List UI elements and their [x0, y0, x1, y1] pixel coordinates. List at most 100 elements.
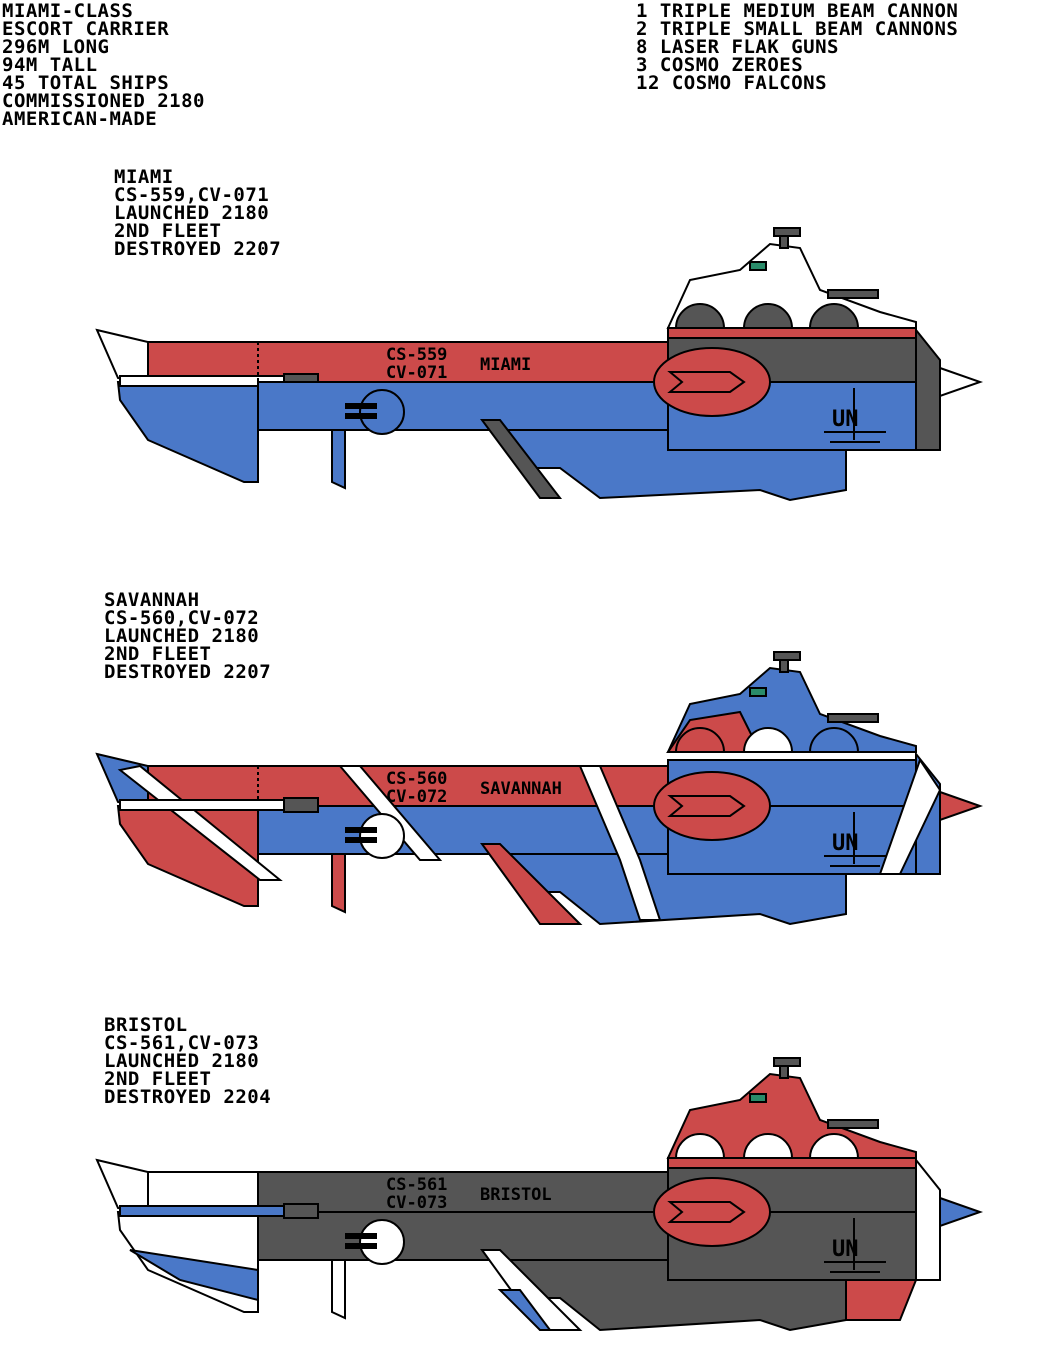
superstructure	[666, 1072, 917, 1159]
mast-head	[773, 651, 801, 661]
stern-cone	[939, 366, 984, 398]
mid-hull	[257, 1211, 669, 1261]
emblem-chevron	[667, 1201, 746, 1223]
ship-caption-miami: MIAMI CS-559,CV-071 LAUNCHED 2180 2ND FL…	[114, 168, 282, 260]
caption-fleet: 2ND FLEET	[114, 220, 222, 242]
porthole	[359, 1219, 405, 1265]
armament-line: 3 COSMO ZEROES	[636, 54, 804, 76]
turret	[742, 727, 794, 753]
mid-hull	[257, 381, 669, 431]
lower-bow-blue	[129, 1249, 259, 1302]
stern-cone	[939, 1196, 984, 1228]
spec-line: AMERICAN-MADE	[2, 108, 158, 130]
porthole-gun	[345, 403, 377, 409]
cross-stripe	[117, 764, 283, 881]
mast-head	[773, 227, 801, 237]
spec-line: COMMISSIONED 2180	[2, 90, 205, 112]
caption-hull: CS-561,CV-073	[104, 1032, 260, 1054]
caption-fleet: 2ND FLEET	[104, 1068, 212, 1090]
deck-gun	[827, 289, 879, 299]
cannon-breech	[283, 797, 319, 813]
ventral-fin	[480, 419, 563, 499]
aft-red-patch	[845, 1279, 918, 1321]
cannon-barrel	[119, 1205, 287, 1217]
porthole-gun	[345, 1233, 377, 1239]
squadron-emblem	[653, 1177, 771, 1247]
upper-hull-band	[257, 1171, 669, 1213]
armament-line: 1 TRIPLE MEDIUM BEAM CANNON	[636, 0, 959, 22]
caption-fate: DESTROYED 2207	[114, 238, 282, 260]
hull-name: MIAMI	[480, 355, 531, 375]
turret	[674, 1133, 726, 1159]
squadron-emblem	[653, 347, 771, 417]
class-specs: MIAMI-CLASS ESCORT CARRIER 296M LONG 94M…	[2, 0, 205, 130]
armament-line: 12 COSMO FALCONS	[636, 72, 828, 94]
armament-line: 2 TRIPLE SMALL BEAM CANNONS	[636, 18, 959, 40]
hull-number-2: CV-073	[386, 1193, 447, 1213]
caption-fate: DESTROYED 2207	[104, 661, 272, 683]
ship-miami	[95, 227, 984, 502]
porthole-gun	[345, 1243, 377, 1249]
ventral-fin-blue	[497, 1289, 552, 1331]
caption-name: BRISTOL	[104, 1014, 188, 1036]
cross-stripe	[878, 757, 942, 875]
bow-fairing	[95, 328, 149, 384]
caption-hull: CS-560,CV-072	[104, 607, 260, 629]
caption-launched: LAUNCHED 2180	[104, 1050, 260, 1072]
caption-fate: DESTROYED 2204	[104, 1086, 272, 1108]
caption-name: SAVANNAH	[104, 589, 200, 611]
porthole-gun	[345, 827, 377, 833]
caption-launched: LAUNCHED 2180	[104, 625, 260, 647]
un-emblem-text: UN	[832, 407, 859, 432]
ship-caption-bristol: BRISTOL CS-561,CV-073 LAUNCHED 2180 2ND …	[104, 1014, 272, 1108]
caption-launched: LAUNCHED 2180	[114, 202, 270, 224]
superstructure	[666, 242, 917, 329]
spec-line: MIAMI-CLASS	[2, 0, 134, 22]
deck-gun	[827, 1119, 879, 1129]
deck-strip	[667, 1157, 917, 1169]
armament-line: 8 LASER FLAK GUNS	[636, 36, 839, 58]
un-emblem-text: UN	[832, 831, 859, 856]
un-emblem-text: UN	[832, 1237, 859, 1262]
turret	[808, 1133, 860, 1159]
hull-number-2: CV-071	[386, 363, 447, 383]
turret	[742, 303, 794, 329]
spec-line: ESCORT CARRIER	[2, 18, 170, 40]
porthole-gun	[345, 413, 377, 419]
mast-head	[773, 1057, 801, 1067]
bridge-window	[749, 261, 767, 271]
spec-line: 296M LONG	[2, 36, 110, 58]
turret	[674, 303, 726, 329]
hull-number-1: CS-559	[386, 345, 447, 365]
ventral-fin	[480, 843, 583, 925]
porthole	[359, 813, 405, 859]
emblem-chevron	[667, 795, 746, 817]
bridge-window	[749, 1093, 767, 1103]
porthole-gun	[345, 837, 377, 843]
turret	[674, 727, 726, 753]
cannon-breech	[283, 1203, 319, 1219]
ship-caption-savannah: SAVANNAH CS-560,CV-072 LAUNCHED 2180 2ND…	[104, 589, 272, 683]
emblem-chevron	[667, 371, 746, 393]
spec-line: 94M TALL	[2, 54, 98, 76]
ship-savannah	[95, 651, 984, 926]
squadron-emblem	[653, 771, 771, 841]
bridge-window	[749, 687, 767, 697]
cannon-barrel	[119, 799, 287, 811]
stern-cone	[939, 790, 984, 822]
bow-fairing	[95, 1158, 149, 1214]
armament-list: 1 TRIPLE MEDIUM BEAM CANNON 2 TRIPLE SMA…	[636, 0, 959, 94]
spec-line: 45 TOTAL SHIPS	[2, 72, 170, 94]
hull-number-1: CS-560	[386, 769, 447, 789]
hull-name: SAVANNAH	[480, 779, 562, 799]
stern	[915, 327, 941, 451]
hull-number-1: CS-561	[386, 1175, 447, 1195]
turret	[808, 727, 860, 753]
hull-name: BRISTOL	[480, 1185, 552, 1205]
hull-number-2: CV-072	[386, 787, 447, 807]
turret	[742, 1133, 794, 1159]
cross-stripe	[578, 765, 662, 921]
caption-fleet: 2ND FLEET	[104, 643, 212, 665]
caption-hull: CS-559,CV-071	[114, 184, 270, 206]
stern	[915, 1157, 941, 1281]
